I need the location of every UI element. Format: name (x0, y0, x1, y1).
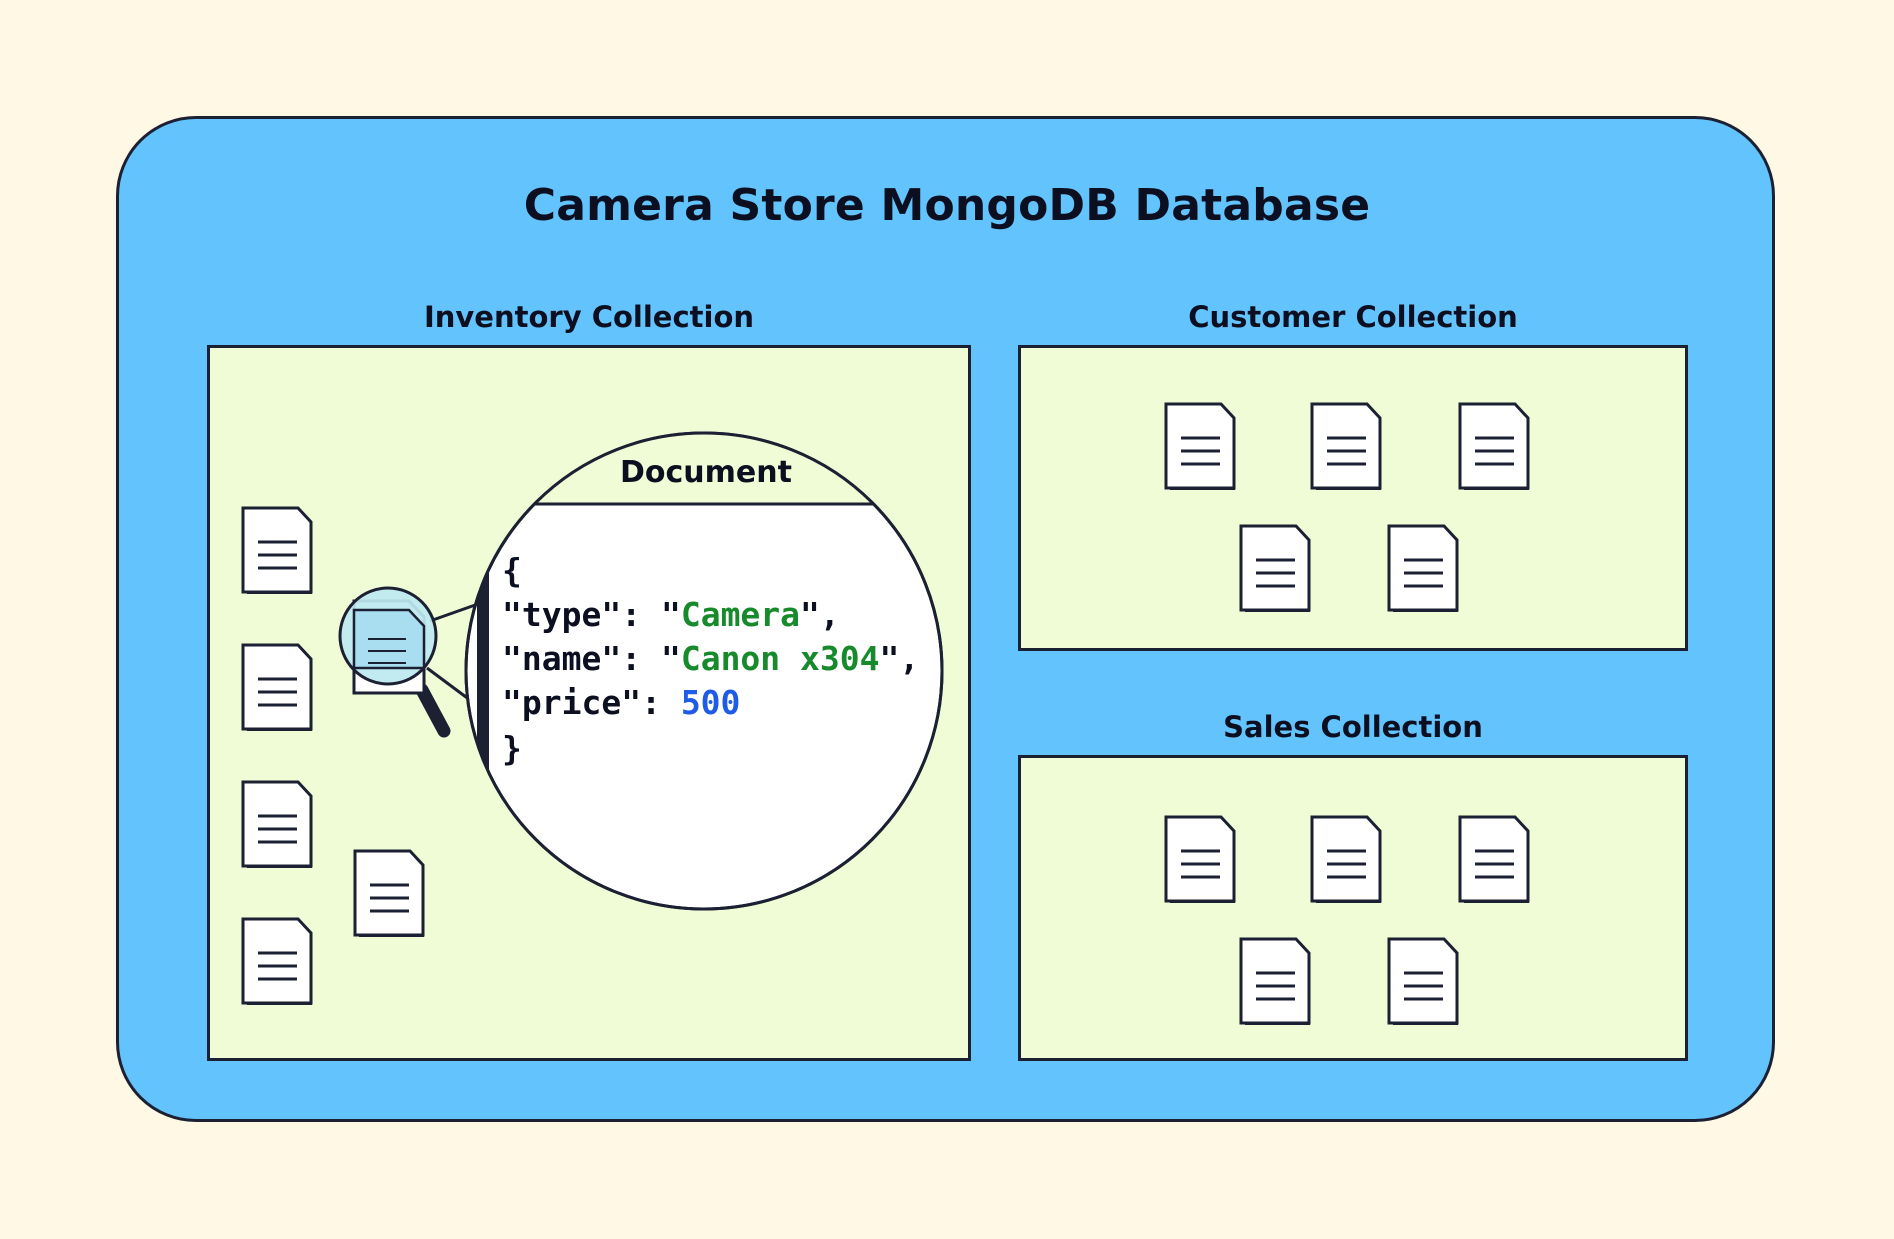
customer-collection (1018, 345, 1688, 651)
code-fields: "type": "Camera", "name": "Canon x304", "p… (502, 595, 919, 722)
code-field-key: "name": (502, 639, 661, 678)
sales-collection (1018, 755, 1688, 1061)
code-close-brace: } (502, 729, 522, 768)
document-icon (241, 917, 313, 1005)
lens-left-bar (477, 545, 489, 777)
magnifier-icon (338, 586, 451, 738)
document-icon (1239, 524, 1311, 612)
document-icon (1387, 937, 1459, 1025)
zoom-connector-line (429, 602, 479, 623)
document-icon (241, 506, 313, 594)
code-field-key: "price": (502, 683, 681, 722)
code-field-line: "name": "Canon x304", (502, 639, 919, 678)
document-lens: Document { "type": "Camera", "name": "Can… (464, 431, 944, 911)
document-icon (1310, 402, 1382, 490)
code-field-line: "price": 500 (502, 683, 740, 722)
document-icon (1387, 524, 1459, 612)
document-icon (1164, 402, 1236, 490)
code-open-brace: { (502, 551, 522, 590)
customer-collection-title: Customer Collection (1188, 300, 1518, 334)
document-icon (1310, 815, 1382, 903)
document-icon (241, 643, 313, 731)
document-icon (1164, 815, 1236, 903)
database-title: Camera Store MongoDB Database (523, 180, 1371, 231)
code-field-key: "type": (502, 595, 661, 634)
document-icon (1239, 937, 1311, 1025)
code-field-value: 500 (681, 683, 741, 722)
document-icon (241, 780, 313, 868)
document-title: Document (620, 455, 792, 490)
document-icon (1458, 402, 1530, 490)
code-field-value: Canon x304 (681, 639, 880, 678)
code-field-value: Camera (681, 595, 800, 634)
document-icon (353, 849, 425, 937)
sales-collection-title: Sales Collection (1223, 710, 1483, 744)
document-icon (1458, 815, 1530, 903)
inventory-collection-title: Inventory Collection (423, 300, 755, 334)
code-field-line: "type": "Camera", (502, 595, 840, 634)
